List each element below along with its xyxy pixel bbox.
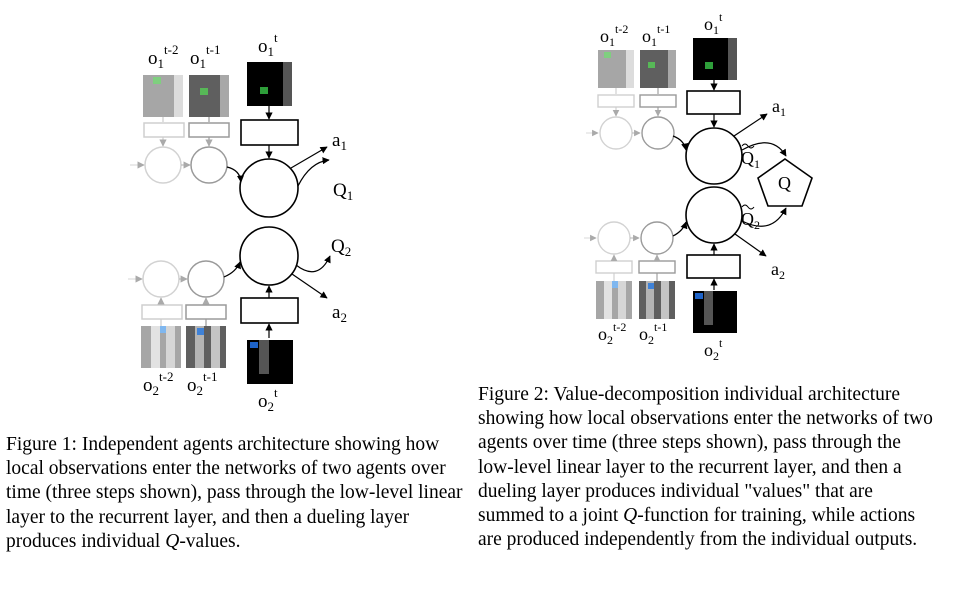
fig1-linear-a2-t xyxy=(240,297,299,324)
figure1-caption-q-symbol: Q xyxy=(165,530,180,552)
fig1-obs-image-a2-t-1 xyxy=(186,326,226,368)
fig1-linear-a2-t-1 xyxy=(185,304,227,320)
fig1-recurrent-a1-t-2 xyxy=(144,146,182,184)
fig1-output-a2: a2 xyxy=(332,302,347,325)
fig2-recurrent-a1-t-1 xyxy=(641,116,675,150)
fig2-output-q-tilde-2: Q2 xyxy=(741,204,760,232)
fig1-obs-label-a1-t-2: o1t-2 xyxy=(148,42,178,71)
fig2-obs-label-a1-t-2: o1t-2 xyxy=(600,22,628,49)
fig2-obs-image-a1-t-2 xyxy=(598,50,634,88)
fig2-linear-a1-t xyxy=(686,90,741,115)
fig1-output-q1: Q1 xyxy=(333,180,353,203)
fig2-obs-image-a1-t-1 xyxy=(640,50,676,88)
fig2-obs-label-a2-t-1: o2t-1 xyxy=(639,320,667,347)
fig2-joint-q-label: Q xyxy=(778,173,791,193)
fig2-linear-a1-t-1 xyxy=(639,94,677,108)
figure2-caption: Figure 2: Value-decomposition individual… xyxy=(478,383,938,552)
fig1-obs-label-a2-t: o2t xyxy=(258,385,278,414)
fig2-output-a2: a2 xyxy=(771,259,785,282)
figure1-caption: Figure 1: Independent agents architectur… xyxy=(6,433,476,554)
svg-text:Q1: Q1 xyxy=(741,148,760,171)
figure2-caption-text: Value-decomposition individual architect… xyxy=(478,384,933,527)
fig2-linear-a1-t-2 xyxy=(597,94,635,108)
svg-text:Q2: Q2 xyxy=(741,209,760,232)
fig2-recurrent-a2-t xyxy=(685,186,743,244)
fig2-obs-image-a2-t-2 xyxy=(596,281,632,319)
fig2-obs-image-a2-t-1 xyxy=(639,281,675,319)
fig2-output-a1: a1 xyxy=(772,96,786,119)
fig1-recurrent-a1-t xyxy=(239,158,299,218)
fig2-linear-a2-t-2 xyxy=(595,260,633,274)
fig1-recurrent-a2-t xyxy=(239,226,299,286)
fig2-linear-a2-t xyxy=(686,254,741,279)
fig1-recurrent-a2-t-2 xyxy=(142,260,180,298)
fig2-linear-a2-t-1 xyxy=(638,260,676,274)
fig1-obs-image-a2-t-2 xyxy=(141,326,181,368)
figure2-caption-q-symbol: Q xyxy=(623,505,638,527)
fig2-output-q-tilde-1: Q1 xyxy=(741,143,760,171)
figure2-diagram: o1t-2 o1t-1 o1t xyxy=(584,10,813,363)
fig1-output-a1: a1 xyxy=(332,130,347,153)
fig1-obs-label-a1-t: o1t xyxy=(258,30,278,59)
fig1-recurrent-a1-t-1 xyxy=(190,146,228,184)
fig2-obs-label-a2-t-2: o2t-2 xyxy=(598,320,626,347)
fig2-obs-image-a1-t xyxy=(693,38,737,80)
fig2-obs-label-a1-t-1: o1t-1 xyxy=(642,22,670,49)
fig1-obs-image-a1-t-1 xyxy=(189,75,229,117)
figure1-caption-label: Figure 1: xyxy=(6,434,77,455)
fig1-obs-label-a2-t-2: o2t-2 xyxy=(143,369,173,398)
figure2-caption-text-end: -function for training, while actions ar… xyxy=(478,505,918,551)
fig2-recurrent-a2-t-2 xyxy=(597,221,631,255)
fig1-obs-image-a1-t-2 xyxy=(143,75,183,117)
fig2-recurrent-a2-t-1 xyxy=(640,221,674,255)
fig1-recurrent-a2-t-1 xyxy=(187,260,225,298)
fig2-obs-image-a2-t xyxy=(693,291,737,333)
fig2-recurrent-a1-t xyxy=(685,127,743,185)
figure1-diagram: o1t-2 o1t-1 o1t xyxy=(128,30,353,414)
fig1-obs-label-a2-t-1: o2t-1 xyxy=(187,369,217,398)
fig1-linear-a1-t xyxy=(240,119,299,146)
fig2-recurrent-a1-t-2 xyxy=(599,116,633,150)
fig1-obs-image-a2-t xyxy=(247,340,293,384)
fig1-linear-a2-t-2 xyxy=(141,304,183,320)
fig2-joint-q-node xyxy=(757,158,813,207)
figure1-caption-text-end: -values. xyxy=(179,530,241,552)
fig1-linear-a1-t-2 xyxy=(143,122,185,138)
fig1-obs-label-a1-t-1: o1t-1 xyxy=(190,42,220,71)
fig2-obs-label-a1-t: o1t xyxy=(704,10,723,37)
fig1-linear-a1-t-1 xyxy=(188,122,230,138)
fig2-obs-label-a2-t: o2t xyxy=(704,336,723,363)
fig1-obs-image-a1-t xyxy=(247,62,292,106)
figure1-caption-text: Independent agents architecture showing … xyxy=(6,434,463,552)
figure2-caption-label: Figure 2: xyxy=(478,384,549,405)
fig1-output-q2: Q2 xyxy=(331,236,351,259)
